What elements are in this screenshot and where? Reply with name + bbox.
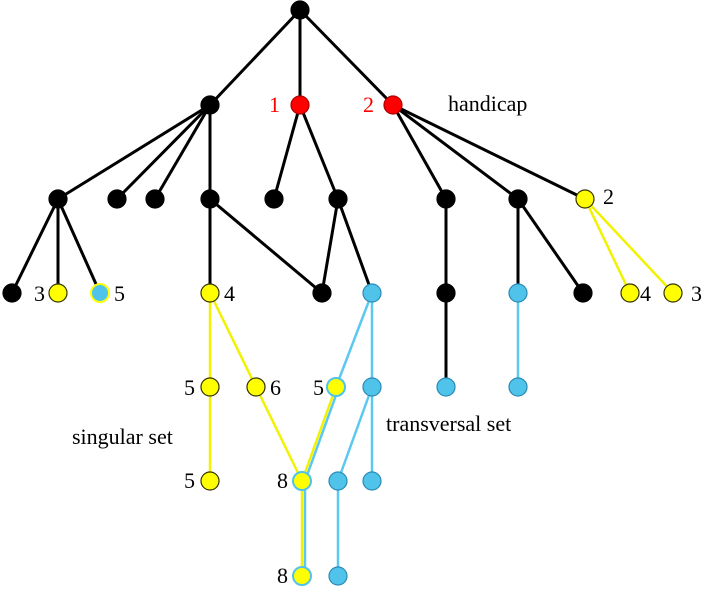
edge-s2-e8 <box>254 386 304 482</box>
node-i2 <box>663 283 683 303</box>
node-a2 <box>48 283 68 303</box>
node-s2 <box>246 377 266 397</box>
node-E <box>264 189 284 209</box>
node-t2 <box>362 377 382 397</box>
edge-L-A <box>57 103 211 201</box>
edge-f1-t1 <box>334 292 374 388</box>
edge-D-m1 <box>209 197 323 295</box>
edge-L-B <box>115 103 212 201</box>
node-label-8-a: 8 <box>277 468 288 493</box>
nodes-layer <box>2 0 683 586</box>
node-g2 <box>436 377 456 397</box>
transversal-set-label: transversal set <box>386 411 511 436</box>
node-A <box>48 189 68 209</box>
node-I <box>575 189 595 209</box>
node-h2 <box>573 283 593 303</box>
node-label-3-left: 3 <box>34 281 45 306</box>
node-e8 <box>292 471 312 491</box>
node-b8 <box>292 566 312 586</box>
red-label-1: 1 <box>269 92 280 117</box>
node-label-6: 6 <box>270 375 281 400</box>
node-s1 <box>200 377 220 397</box>
edge-t1-e8 <box>300 386 338 482</box>
edge-R1-F <box>298 104 340 200</box>
node-label-5-c: 5 <box>184 468 195 493</box>
node-B <box>107 189 127 209</box>
node-label-5-a: 5 <box>184 375 195 400</box>
edge-I-i1 <box>583 198 632 294</box>
node-G <box>436 189 456 209</box>
node-a1 <box>2 283 22 303</box>
node-label-4-right: 4 <box>640 281 651 306</box>
node-label-3-right: 3 <box>691 281 702 306</box>
node-label-2-right: 2 <box>603 184 614 209</box>
edge-H-h2 <box>516 198 585 294</box>
red-label-2: 2 <box>363 92 374 117</box>
edge-t1-e8 <box>303 386 341 482</box>
node-C <box>145 189 165 209</box>
node-label-5-left: 5 <box>114 281 125 306</box>
node-i1 <box>620 283 640 303</box>
node-H <box>508 189 528 209</box>
edge-R1-E <box>272 104 302 200</box>
edge-F-m1 <box>320 198 340 294</box>
node-m1 <box>312 283 332 303</box>
node-D <box>200 189 220 209</box>
node-g1 <box>436 283 456 303</box>
node-R1 <box>290 95 310 115</box>
edge-A-a3 <box>56 198 102 294</box>
edge-root-R2 <box>298 8 395 107</box>
edge-R2-G <box>391 104 448 200</box>
edge-I-i2 <box>584 198 674 294</box>
edge-root-L <box>208 8 302 107</box>
node-a3 <box>90 283 110 303</box>
node-s3 <box>200 471 220 491</box>
node-label-8-b: 8 <box>277 563 288 588</box>
edge-d1-s2 <box>208 292 258 388</box>
node-t1 <box>326 377 346 397</box>
node-d1 <box>200 283 220 303</box>
node-R2 <box>383 95 403 115</box>
node-F <box>328 189 348 209</box>
edge-R2-I <box>392 103 586 201</box>
edge-t2-c1 <box>336 386 374 482</box>
handicap-label: handicap <box>448 91 527 116</box>
node-h1 <box>508 283 528 303</box>
edge-F-f1 <box>336 198 374 294</box>
node-c2 <box>362 471 382 491</box>
node-c3 <box>328 566 348 586</box>
node-f1 <box>362 283 382 303</box>
node-h3 <box>508 377 528 397</box>
node-root <box>290 0 310 20</box>
node-L <box>200 95 220 115</box>
edge-R2-H <box>392 103 519 201</box>
node-c1 <box>328 471 348 491</box>
edges-layer <box>10 8 674 576</box>
edge-A-a1 <box>10 198 60 294</box>
edge-L-C <box>153 104 212 200</box>
singular-set-label: singular set <box>72 424 173 449</box>
node-label-5-b: 5 <box>313 375 324 400</box>
node-label-4-mid: 4 <box>224 281 235 306</box>
